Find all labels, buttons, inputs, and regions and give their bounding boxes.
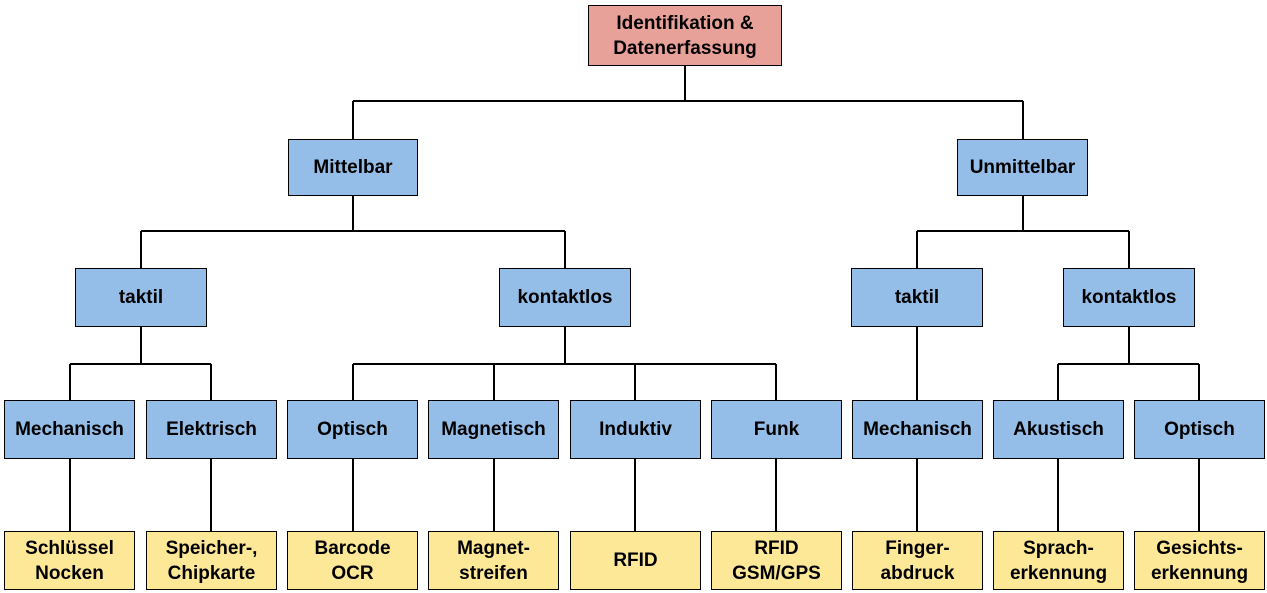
node-optisch-1: Optisch — [287, 400, 418, 459]
node-magnetisch: Magnetisch — [428, 400, 559, 459]
connector-m-kontaktlos — [352, 327, 777, 400]
connector-mittelbar — [140, 196, 566, 268]
connector-unmittelbar — [916, 196, 1130, 268]
leaf-rfid: RFID — [570, 531, 701, 590]
node-u-kontaktlos: kontaktlos — [1063, 268, 1195, 327]
leaf-gesichtserkennung: Gesichts- erkennung — [1134, 531, 1265, 590]
leaf-rfid-gsm-gps: RFID GSM/GPS — [711, 531, 842, 590]
node-optisch-2: Optisch — [1134, 400, 1265, 459]
leaf-schluessel-nocken: Schlüssel Nocken — [4, 531, 135, 590]
node-induktiv: Induktiv — [570, 400, 701, 459]
node-root: Identifikation & Datenerfassung — [588, 5, 782, 66]
connector-root — [352, 66, 1024, 139]
node-funk: Funk — [711, 400, 842, 459]
connector-leaves — [69, 459, 1200, 531]
node-mechanisch-2: Mechanisch — [852, 400, 983, 459]
connector-m-taktil — [69, 327, 212, 400]
leaf-magnetstreifen: Magnet- streifen — [428, 531, 559, 590]
node-m-taktil: taktil — [75, 268, 207, 327]
node-mechanisch-1: Mechanisch — [4, 400, 135, 459]
leaf-barcode-ocr: Barcode OCR — [287, 531, 418, 590]
node-mittelbar: Mittelbar — [288, 139, 418, 196]
node-unmittelbar: Unmittelbar — [957, 139, 1088, 196]
node-u-taktil: taktil — [851, 268, 983, 327]
leaf-fingerabdruck: Finger- abdruck — [852, 531, 983, 590]
node-akustisch: Akustisch — [993, 400, 1124, 459]
leaf-spracherkennung: Sprach- erkennung — [993, 531, 1124, 590]
connector-u-kontaktlos — [1057, 327, 1200, 400]
leaf-speicher-chipkarte: Speicher-, Chipkarte — [146, 531, 277, 590]
node-elektrisch: Elektrisch — [146, 400, 277, 459]
node-m-kontaktlos: kontaktlos — [499, 268, 631, 327]
